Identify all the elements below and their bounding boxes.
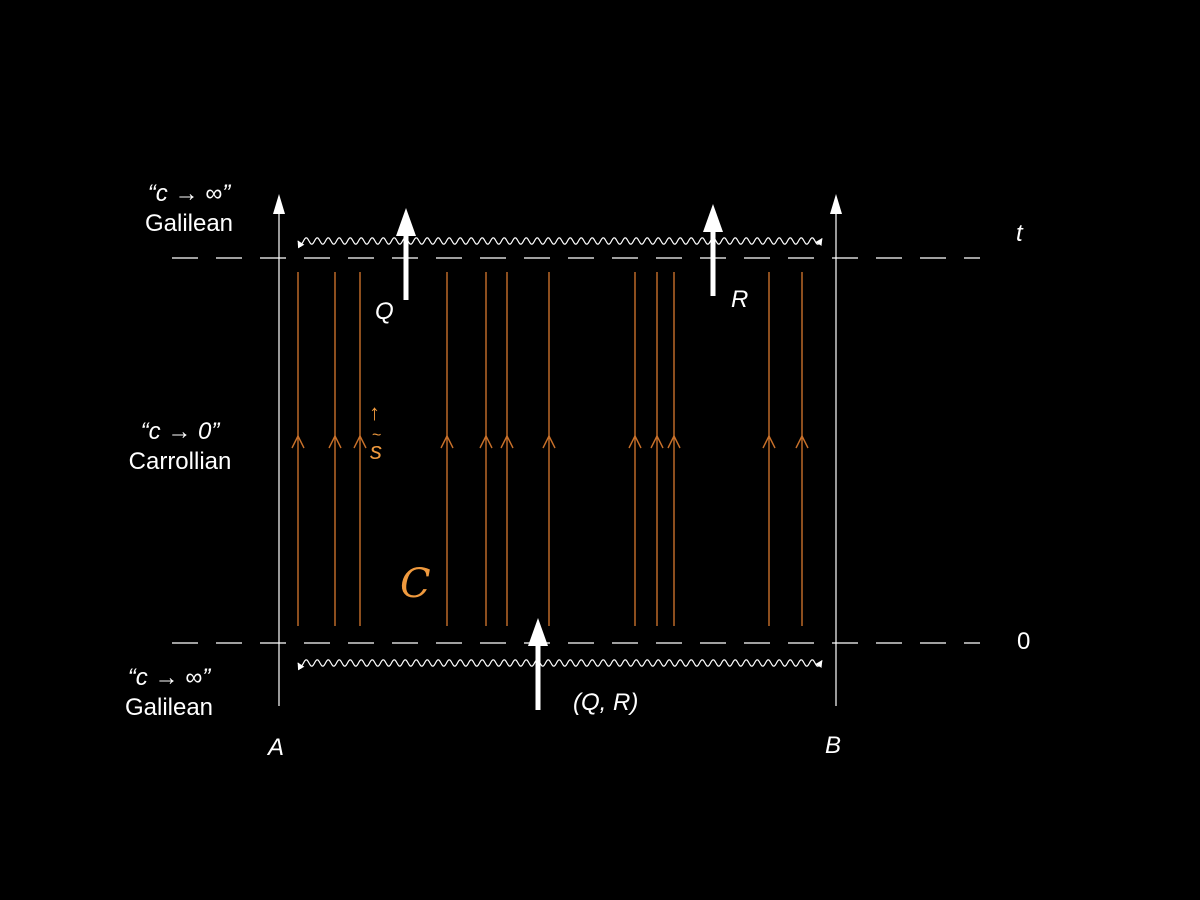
worldline-6-arrowhead <box>500 434 514 449</box>
worldline-4-arrowhead <box>440 434 454 449</box>
middle-regime-name: Carrollian <box>128 448 232 475</box>
flow-s-symbol: s <box>370 438 382 465</box>
state-label-r: R <box>731 286 749 313</box>
bottom-regime-limit: “c → ∞” <box>127 664 211 691</box>
middle-regime-limit: “c → 0” <box>140 418 220 445</box>
boundary-a-arrowhead <box>273 194 285 214</box>
worldline-9-arrowhead <box>650 434 664 449</box>
worldline-11-arrowhead <box>762 434 776 449</box>
state-qr-arrow <box>528 618 548 710</box>
carroll-region-symbol: C <box>400 561 431 607</box>
worldline-7-arrowhead <box>542 434 556 449</box>
state-label-qr: (Q, R) <box>573 689 639 716</box>
worldline-2-arrowhead <box>328 434 342 449</box>
flow-arrow-symbol: ↑ <box>369 400 380 425</box>
state-q-arrow <box>396 208 416 300</box>
boundary-b-arrowhead <box>830 194 842 214</box>
worldline-3-arrowhead <box>353 434 367 449</box>
bottom-regime-name: Galilean <box>124 694 214 721</box>
worldline-12-arrowhead <box>795 434 809 449</box>
boundary-label-b: B <box>825 732 842 759</box>
state-label-q: Q <box>375 298 394 325</box>
flow-tilde-symbol: ~ <box>372 427 382 444</box>
state-r-arrow <box>703 204 723 296</box>
worldline-5-arrowhead <box>479 434 493 449</box>
worldline-8-arrowhead <box>628 434 642 449</box>
bottom-wavy-propagation-line <box>297 659 823 671</box>
middle-regime-label: “c → 0” Carrollian <box>112 420 248 474</box>
top-regime-limit: “c → ∞” <box>147 180 231 207</box>
top-regime-name: Galilean <box>144 210 234 237</box>
bottom-regime-label: “c → ∞” Galilean <box>110 666 228 720</box>
top-regime-label: “c → ∞” Galilean <box>130 182 248 236</box>
time-label-0: 0 <box>1017 628 1031 655</box>
boundary-label-a: A <box>268 734 285 761</box>
worldline-1-arrowhead <box>291 434 305 449</box>
top-wavy-propagation-line <box>297 237 823 249</box>
carrollian-worldlines <box>291 272 809 626</box>
worldline-10-arrowhead <box>667 434 681 449</box>
time-label-t: t <box>1016 220 1023 247</box>
